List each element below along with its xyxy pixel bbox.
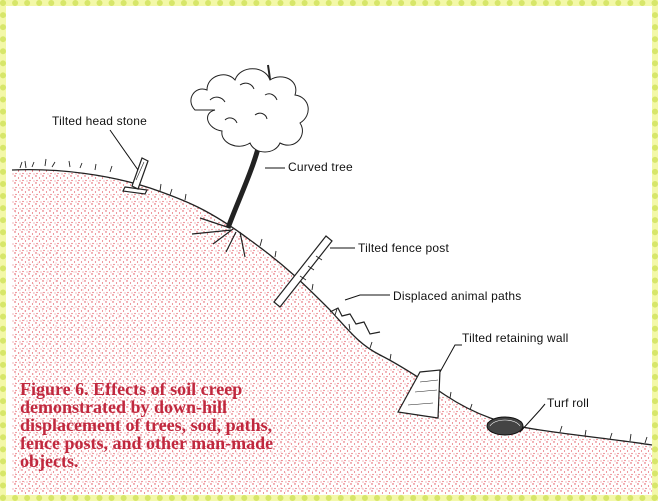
figure-caption: Figure 6. Effects of soil creep demonstr… <box>20 380 285 470</box>
label-turf-roll: Turf roll <box>547 396 589 410</box>
turf-roll <box>487 417 523 435</box>
tree-canopy <box>191 69 308 152</box>
label-head-stone: Tilted head stone <box>52 114 147 128</box>
label-animal-paths: Displaced animal paths <box>393 289 521 303</box>
label-curved-tree: Curved tree <box>288 160 353 174</box>
label-retaining-wall: Tilted retaining wall <box>462 331 568 345</box>
label-fence-post: Tilted fence post <box>358 241 449 255</box>
